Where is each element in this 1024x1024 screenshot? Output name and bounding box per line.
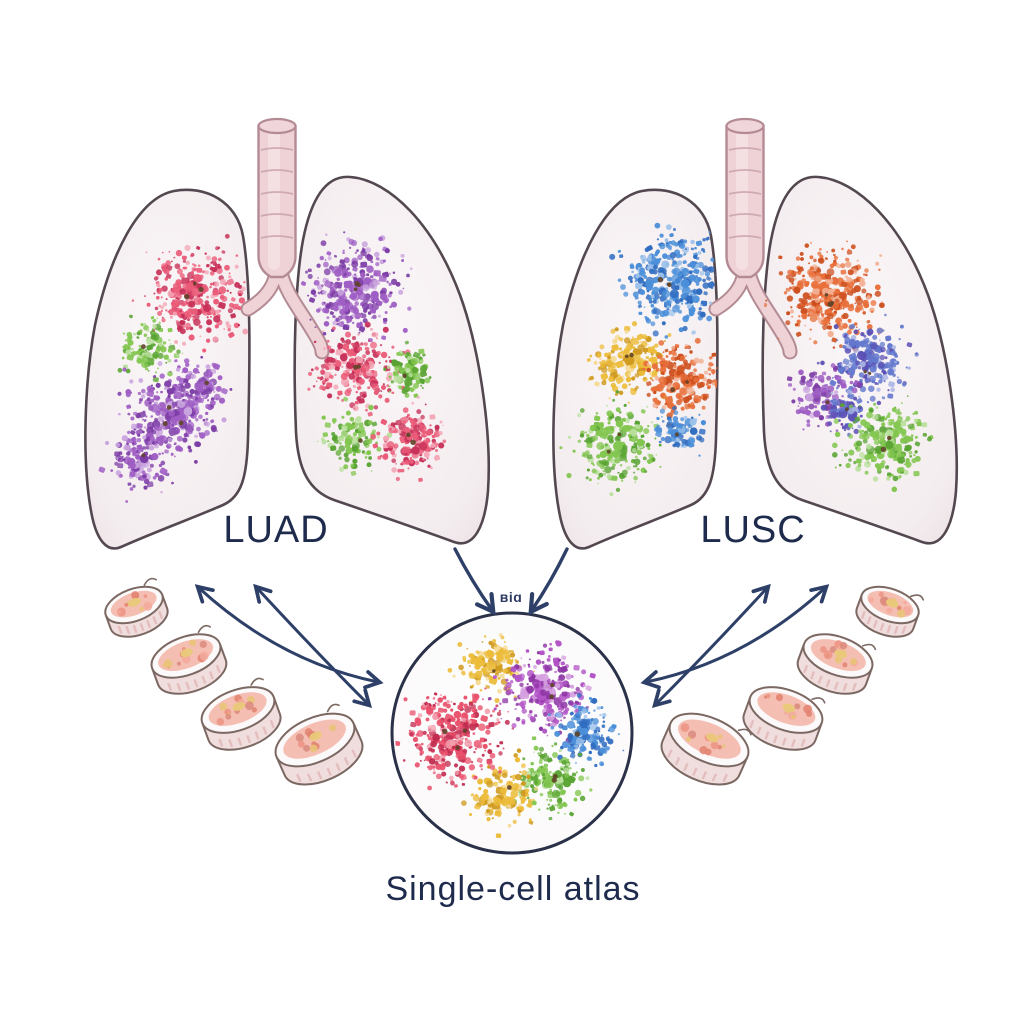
cell-cluster-slate [816,313,919,406]
cell-cluster-yellow [461,748,539,838]
label-luad: LUAD [223,509,328,551]
cell-cluster-green [316,396,393,476]
cell-cluster-blue [653,405,707,457]
cell-cluster-blue [547,692,625,768]
label-single-cell-atlas: Single-cell atlas [385,870,640,908]
atlas-cell-clusters [395,632,625,838]
arrow-lusc-to-atlas [528,547,569,616]
label-atlas-note: ʙiɑ [500,589,523,605]
tissue-sample-dish [104,577,169,638]
arrow-right-samples-atlas-inner [651,583,771,709]
lung-pair-lusc [553,119,956,548]
cell-cluster-green [117,314,184,383]
tissue-sample-dish [796,633,877,695]
cell-cluster-purple [117,355,228,468]
cell-cluster-slate [820,386,864,437]
luad-cell-clusters [98,231,447,503]
cell-cluster-green [383,340,432,398]
cell-cluster-red [395,687,515,791]
cell-cluster-green [832,395,934,493]
cell-cluster-orange [642,337,729,429]
cell-cluster-purple [98,430,174,503]
cell-cluster-purple [293,231,413,343]
lusc-cell-clusters [559,222,934,497]
atlas-circle [390,611,634,855]
cell-cluster-purple [182,362,233,412]
tissue-sample-dish [274,703,364,786]
tissue-samples-right [660,585,925,786]
cell-cluster-rose [131,233,256,353]
cell-cluster-green [559,390,662,497]
tissue-sample-dish [742,686,826,751]
tissue-sample-dish [855,585,925,638]
arrow-left-samples-atlas-inner [253,583,373,709]
tissue-sample-dish [150,624,228,695]
tissue-samples-left [104,577,364,786]
label-lusc: LUSC [700,509,805,551]
arrow-luad-to-atlas [453,547,496,616]
tissue-sample-dish [660,712,752,786]
tissue-sample-dish [200,677,282,751]
cell-cluster-rose [370,395,447,482]
cell-cluster-magenta [487,640,596,744]
cell-cluster-orange [763,240,885,352]
